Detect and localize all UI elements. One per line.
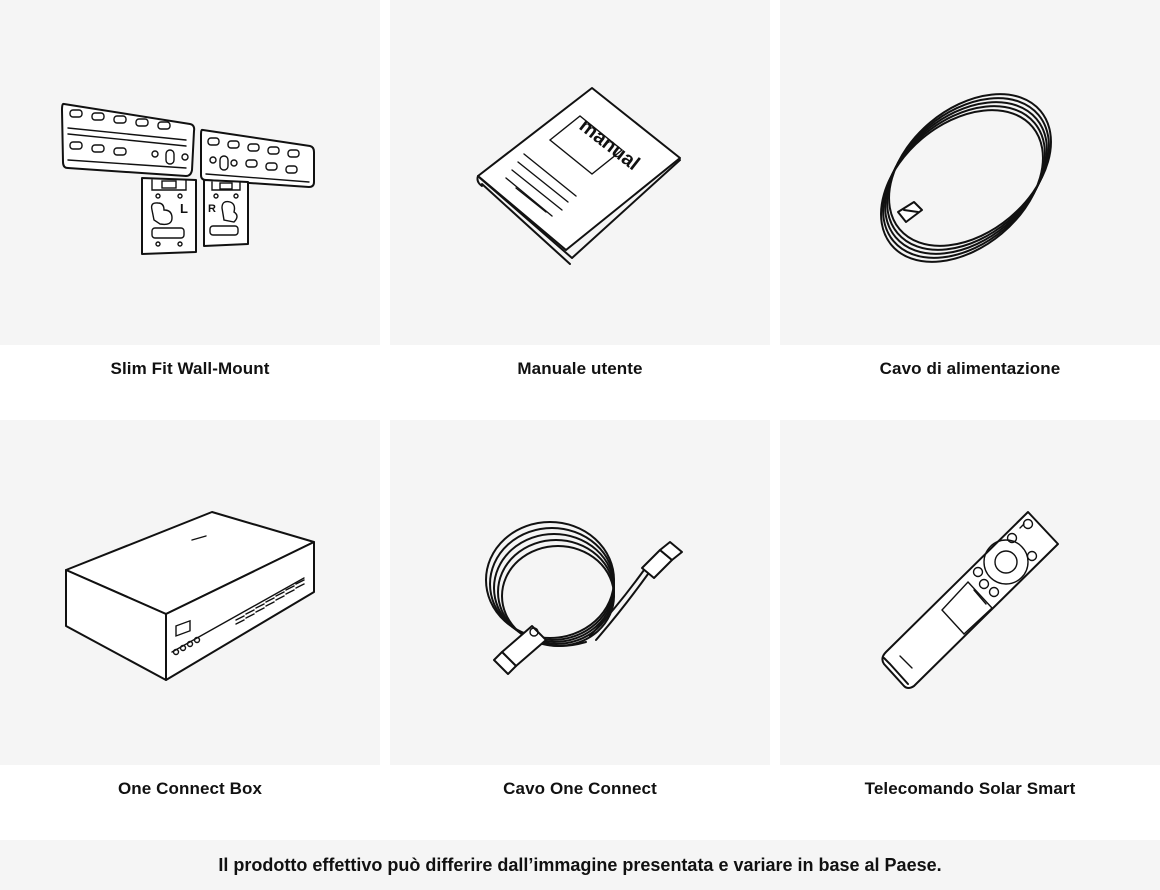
accessory-card-remote: Telecomando Solar Smart bbox=[780, 420, 1160, 799]
one-connect-box-image bbox=[0, 420, 380, 765]
accessory-card-manual: manual Manuale utente bbox=[390, 0, 770, 379]
power-cable-image bbox=[780, 0, 1160, 345]
disclaimer-bar: Il prodotto effettivo può differire dall… bbox=[0, 840, 1160, 890]
accessory-card-power-cable: Cavo di alimentazione bbox=[780, 0, 1160, 379]
accessory-card-wall-mount: L bbox=[0, 0, 380, 379]
disclaimer-text: Il prodotto effettivo può differire dall… bbox=[218, 854, 942, 875]
accessory-card-one-connect-box: One Connect Box bbox=[0, 420, 380, 799]
one-connect-box-icon bbox=[65, 511, 315, 681]
item-label: One Connect Box bbox=[117, 779, 263, 798]
item-label: Telecomando Solar Smart bbox=[864, 779, 1076, 798]
manual-image: manual bbox=[390, 0, 770, 345]
one-connect-cable-image bbox=[390, 420, 770, 765]
manual-icon: manual bbox=[476, 87, 681, 265]
item-label: Cavo di alimentazione bbox=[879, 359, 1061, 378]
remote-image bbox=[780, 420, 1160, 765]
item-label: Manuale utente bbox=[517, 359, 643, 378]
power-cable-icon bbox=[880, 93, 1052, 263]
remote-control-icon bbox=[881, 511, 1059, 689]
item-label: Slim Fit Wall-Mount bbox=[110, 359, 270, 378]
item-label: Cavo One Connect bbox=[503, 779, 657, 798]
mount-right-label: R bbox=[208, 203, 216, 215]
wall-mount-icon: L bbox=[61, 102, 315, 255]
accessory-card-one-connect-cable: Cavo One Connect bbox=[390, 420, 770, 799]
one-connect-cable-icon bbox=[485, 521, 683, 675]
wall-mount-image: L bbox=[0, 0, 380, 345]
mount-left-label: L bbox=[180, 201, 188, 216]
